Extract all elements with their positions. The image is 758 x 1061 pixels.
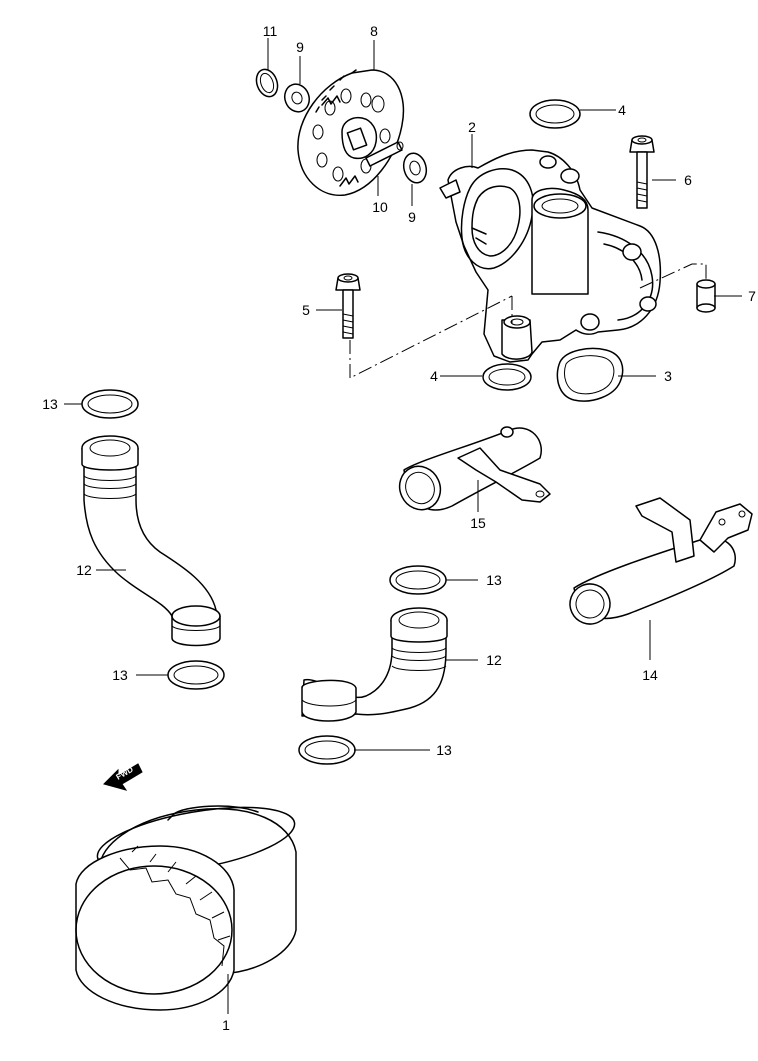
part-o-ring-upper — [529, 99, 581, 129]
callout-14: 14 — [642, 667, 658, 683]
part-gasket — [556, 347, 624, 402]
callout-numbers: 1 2 3 4 4 5 6 7 8 9 9 10 11 12 12 13 13 … — [42, 23, 756, 1033]
callout-13-center-top: 13 — [486, 572, 502, 588]
part-pump-gear — [297, 69, 405, 196]
fwd-arrow-icon: FWD — [103, 763, 143, 791]
part-circlip — [255, 68, 279, 98]
callout-12-center: 12 — [486, 652, 502, 668]
callout-15: 15 — [470, 515, 486, 531]
part-pin — [365, 141, 404, 167]
callout-7: 7 — [748, 288, 756, 304]
part-o-ring-13c — [389, 565, 447, 595]
part-oil-filter — [75, 805, 297, 1011]
callout-6: 6 — [684, 172, 692, 188]
callout-9-upper: 9 — [296, 39, 304, 55]
part-o-ring-13a — [81, 389, 139, 419]
callout-9-lower: 9 — [408, 209, 416, 225]
callout-11: 11 — [263, 23, 278, 39]
part-strainer-14 — [569, 497, 753, 625]
callout-4-upper: 4 — [618, 102, 626, 118]
part-o-ring-13d — [298, 735, 356, 765]
part-o-ring-13b — [167, 660, 225, 690]
callout-13-top: 13 — [42, 396, 58, 412]
part-oil-pump — [439, 149, 662, 363]
callout-10: 10 — [372, 199, 388, 215]
callout-13-center-bottom: 13 — [436, 742, 452, 758]
callout-5: 5 — [302, 302, 310, 318]
leader-lines — [64, 38, 742, 1014]
callout-1: 1 — [222, 1017, 230, 1033]
part-bolt-short — [335, 273, 361, 339]
part-dowel-pin — [696, 279, 716, 313]
assembly-guide-lines — [349, 263, 707, 379]
part-oil-pipe-left — [81, 435, 221, 647]
part-o-ring-lower — [482, 363, 532, 391]
callout-13-left: 13 — [112, 667, 128, 683]
part-bolt-long — [629, 135, 655, 209]
part-washer-lower — [402, 152, 428, 184]
part-strainer-15 — [398, 426, 551, 511]
part-washer-upper — [283, 83, 311, 113]
callout-12-left: 12 — [76, 562, 92, 578]
callout-8: 8 — [370, 23, 378, 39]
part-oil-pipe-center — [301, 607, 448, 722]
callout-3: 3 — [664, 368, 672, 384]
callout-4-lower: 4 — [430, 368, 438, 384]
callout-2: 2 — [468, 119, 476, 135]
